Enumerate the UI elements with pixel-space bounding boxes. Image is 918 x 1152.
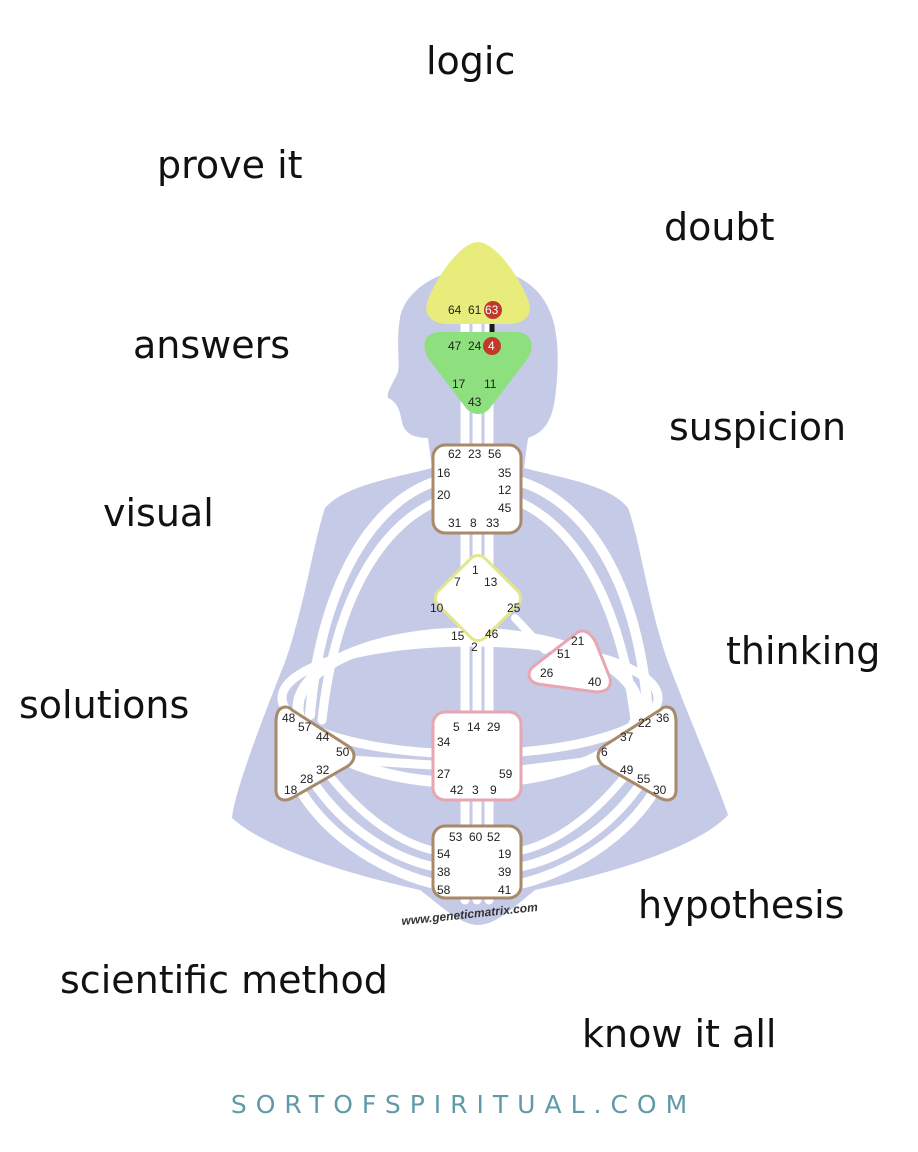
gate-8: 8 — [470, 516, 477, 530]
gate-16: 16 — [437, 466, 451, 480]
gate-62: 62 — [448, 447, 462, 461]
heart-center — [527, 629, 612, 694]
gate-21: 21 — [571, 634, 585, 648]
gate-9: 9 — [490, 783, 497, 797]
gate-55: 55 — [637, 772, 651, 786]
gate-12: 12 — [498, 483, 512, 497]
gate-52: 52 — [487, 830, 501, 844]
gate-17: 17 — [452, 377, 466, 391]
gate-11: 11 — [484, 377, 497, 391]
gate-35: 35 — [498, 466, 512, 480]
root-center — [431, 824, 523, 900]
gate-42: 42 — [450, 783, 464, 797]
gate-7: 7 — [454, 575, 461, 589]
gate-49: 49 — [620, 763, 634, 777]
gate-27: 27 — [437, 767, 451, 781]
gate-26: 26 — [540, 666, 554, 680]
gate-2: 2 — [471, 640, 478, 654]
word-scientific-method: scientific method — [60, 958, 388, 1002]
word-solutions: solutions — [19, 683, 190, 727]
throat-center — [431, 443, 523, 535]
word-suspicion: suspicion — [669, 405, 847, 449]
word-know-it-all: know it all — [582, 1012, 777, 1056]
gate-6: 6 — [601, 745, 608, 759]
word-visual: visual — [103, 491, 214, 535]
gate-30: 30 — [653, 783, 667, 797]
gate-37: 37 — [620, 730, 634, 744]
word-answers: answers — [133, 323, 291, 367]
gate-13: 13 — [484, 575, 498, 589]
word-logic: logic — [426, 39, 516, 83]
word-prove-it: prove it — [157, 143, 303, 187]
sacral-center — [431, 710, 523, 802]
gate-5: 5 — [453, 720, 460, 734]
word-hypothesis: hypothesis — [638, 883, 845, 927]
gate-15: 15 — [451, 629, 465, 643]
spleen-center — [274, 705, 356, 802]
gate-34: 34 — [437, 735, 451, 749]
gate-61: 61 — [468, 303, 482, 317]
gate-18: 18 — [284, 783, 298, 797]
gate-63: 63 — [485, 303, 499, 317]
gate-54: 54 — [437, 847, 451, 861]
gate-36: 36 — [656, 711, 670, 725]
g-center — [433, 553, 523, 643]
gate-45: 45 — [498, 501, 512, 515]
gate-46: 46 — [485, 627, 499, 641]
gate-53: 53 — [449, 830, 463, 844]
gate-33: 33 — [486, 516, 500, 530]
gate-51: 51 — [557, 647, 571, 661]
active-gate-4-marker — [483, 337, 501, 355]
gate-43: 43 — [468, 395, 482, 409]
gate-10: 10 — [430, 601, 444, 615]
footer-site-name: SORTOFSPIRITUAL.COM — [230, 1090, 697, 1119]
gate-41: 41 — [498, 883, 512, 897]
gate-40: 40 — [588, 675, 602, 689]
gate-29: 29 — [487, 720, 501, 734]
solar-plexus-center — [596, 705, 678, 802]
head-center — [426, 242, 530, 324]
gate-25: 25 — [507, 601, 521, 615]
gate-31: 31 — [448, 516, 462, 530]
gate-58: 58 — [437, 883, 451, 897]
active-gate-63-marker — [484, 301, 502, 319]
gate-20: 20 — [437, 488, 451, 502]
gate-59: 59 — [499, 767, 513, 781]
gate-28: 28 — [300, 772, 314, 786]
gate-14: 14 — [467, 720, 481, 734]
gate-32: 32 — [316, 763, 330, 777]
gate-44: 44 — [316, 730, 330, 744]
gate-56: 56 — [488, 447, 502, 461]
gate-48: 48 — [282, 711, 296, 725]
gate-3: 3 — [472, 783, 479, 797]
gate-39: 39 — [498, 865, 512, 879]
gate-47: 47 — [448, 339, 462, 353]
word-thinking: thinking — [726, 629, 881, 673]
ajna-center — [424, 332, 532, 414]
gate-19: 19 — [498, 847, 512, 861]
gate-38: 38 — [437, 865, 451, 879]
gate-1: 1 — [472, 563, 479, 577]
gate-60: 60 — [469, 830, 483, 844]
gate-4: 4 — [488, 339, 495, 353]
gate-23: 23 — [468, 447, 482, 461]
gate-57: 57 — [298, 720, 312, 734]
word-doubt: doubt — [664, 205, 775, 249]
gate-50: 50 — [336, 745, 350, 759]
gate-24: 24 — [468, 339, 482, 353]
gate-64: 64 — [448, 303, 462, 317]
gate-22: 22 — [638, 716, 652, 730]
